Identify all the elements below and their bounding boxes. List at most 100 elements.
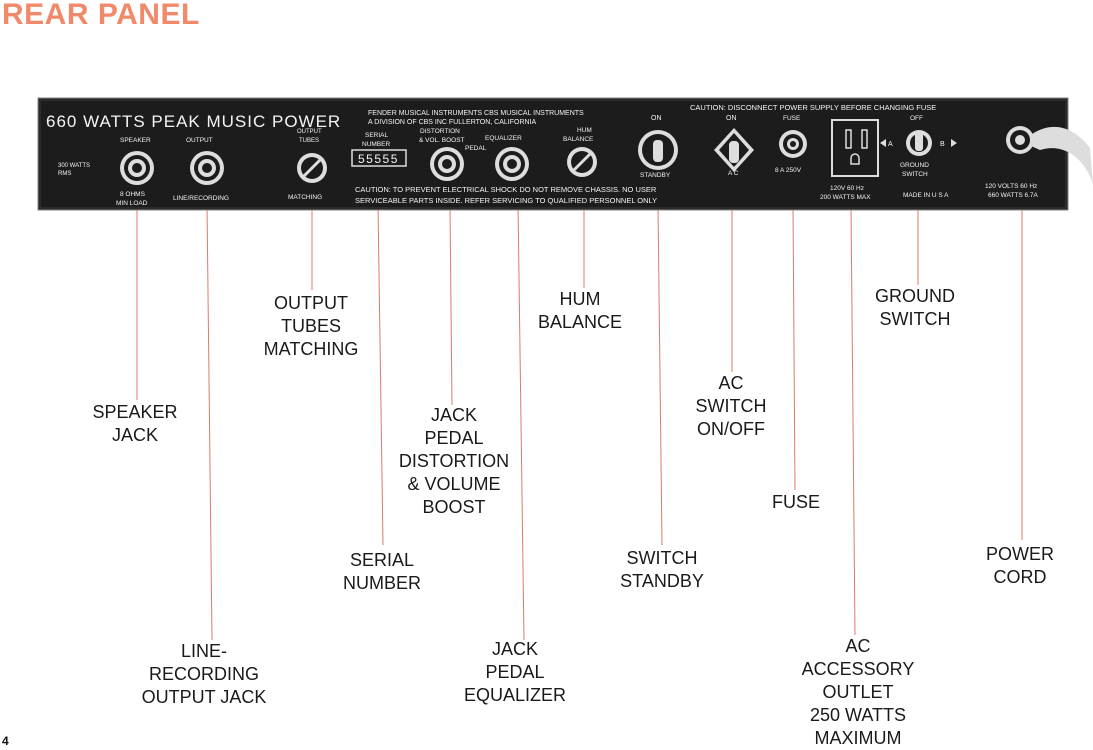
callout-line: BALANCE [537, 312, 623, 332]
panel-maker-line2: A DIVISION OF CBS INC FULLERTON, CALIFOR… [368, 119, 536, 126]
callout-line: SERIAL [349, 550, 415, 570]
callout-line: STANDBY [620, 571, 704, 591]
callout-line: MATCHING [263, 339, 359, 359]
callout-line: JACK [430, 405, 478, 425]
callout-line: SWITCH [879, 309, 951, 329]
callout-line: OUTPUT JACK [141, 687, 267, 707]
panel-caution-mid2: SERVICEABLE PARTS INSIDE. REFER SERVICIN… [355, 196, 657, 205]
panel-a: A [888, 141, 893, 148]
callout-switch-standby: SWITCH STANDBY [620, 547, 704, 593]
panel-ac: A C [728, 170, 739, 177]
callout-line: ACCESSORY [801, 659, 915, 679]
panel-on-1: ON [651, 115, 662, 122]
panel-fuse: FUSE [783, 115, 801, 122]
callout-line: PEDAL [424, 428, 484, 448]
panel-power-2: 660 WATTS 6.7A [988, 192, 1039, 199]
panel-speaker-label: SPEAKER [120, 137, 151, 144]
panel-speaker-ohms-1: 8 OHMS [120, 191, 146, 198]
panel-output-label: OUTPUT [186, 137, 213, 144]
leader-distortion [449, 204, 453, 406]
panel-off: OFF [910, 115, 923, 122]
leader-equalizer [517, 204, 525, 641]
callout-line: POWER [985, 544, 1055, 564]
ground-switch-icon [906, 130, 932, 156]
panel-speaker-ohms-2: MIN LOAD [116, 200, 148, 207]
callout-line-recording: LINE- RECORDING OUTPUT JACK [142, 640, 267, 709]
panel-serial-2: NUMBER [362, 141, 390, 148]
page-title: REAR PANEL [2, 0, 200, 31]
panel-serial-1: SERIAL [365, 132, 389, 139]
ac-switch-icon [714, 128, 754, 172]
callout-ac-switch: AC SWITCH ON/OFF [696, 372, 767, 441]
panel-ground-2: SWITCH [902, 171, 928, 178]
callout-line: JACK [491, 639, 538, 659]
speaker-jack-icon [120, 151, 154, 185]
serial-plate [351, 149, 407, 167]
callout-line: HUM [559, 289, 601, 309]
panel-made-in: MADE IN U S A [903, 192, 949, 199]
callout-line: MAXIMUM [814, 728, 902, 748]
callout-line: BOOST [422, 497, 486, 517]
panel-output-tubes-2: TUBES [299, 138, 319, 144]
panel-pedal: PEDAL [465, 145, 487, 152]
callout-jack-pedal-equalizer: JACK PEDAL EQUALIZER [464, 638, 566, 707]
callout-line: FUSE [771, 492, 821, 512]
leader-line-recording [206, 204, 213, 641]
callout-line: SWITCH [695, 396, 767, 416]
panel-hum-2: BALANCE [563, 136, 594, 143]
ac-outlet-icon [831, 119, 879, 177]
callout-line: NUMBER [342, 573, 422, 593]
panel-distortion-1: DISTORTION [420, 128, 460, 135]
callout-line: EQUALIZER [463, 685, 567, 705]
panel-equalizer: EQUALIZER [485, 135, 522, 142]
panel-fuse-rating: 8 A 250V [775, 167, 802, 174]
power-cord-icon [1006, 126, 1093, 185]
line-recording-jack-icon [190, 151, 224, 185]
panel-caution-top: CAUTION: DISCONNECT POWER SUPPLY BEFORE … [690, 103, 936, 112]
callout-line: LINE- [180, 641, 227, 661]
panel-ground-1: GROUND [900, 162, 929, 169]
panel-watts-rms-1: 300 WATTS [58, 163, 90, 169]
callout-line: TUBES [280, 316, 342, 336]
panel-outlet-2: 200 WATTS MAX [820, 194, 871, 201]
panel-caution-mid1: CAUTION: TO PREVENT ELECTRICAL SHOCK DO … [355, 185, 657, 194]
panel-power-1: 120 VOLTS 60 Hz [985, 183, 1037, 190]
equalizer-jack-icon [495, 147, 529, 181]
leader-lines [136, 204, 1023, 641]
panel-brand: 660 WATTS PEAK MUSIC POWER [46, 112, 341, 131]
callout-jack-pedal-distortion: JACK PEDAL DISTORTION & VOLUME BOOST [399, 404, 509, 519]
panel-b: B [940, 141, 945, 148]
leader-serial [377, 204, 384, 546]
callout-line: RECORDING [148, 664, 259, 684]
callout-line: ON/OFF [697, 419, 765, 439]
leader-standby [657, 204, 663, 546]
panel-distortion-2: & VOL. BOOST [419, 137, 465, 144]
callout-line: SWITCH [626, 548, 698, 568]
panel-watts-rms-2: RMS [58, 171, 71, 177]
callout-output-tubes: OUTPUT TUBES MATCHING [264, 292, 359, 361]
distortion-jack-icon [430, 147, 464, 181]
standby-switch-icon [638, 130, 678, 170]
callout-line: OUTPUT [273, 293, 348, 313]
callout-line: 250 WATTS [809, 705, 907, 725]
panel-hum-1: HUM [577, 127, 592, 134]
callout-line: OUTLET [822, 682, 894, 702]
hum-balance-trim-icon [567, 147, 597, 177]
fuse-holder-icon [779, 130, 807, 158]
panel-line-rec: LINE/RECORDING [173, 195, 229, 202]
panel-on-2: ON [726, 115, 737, 122]
callout-speaker-jack: SPEAKER JACK [92, 401, 177, 447]
panel-matching: MATCHING [288, 194, 322, 201]
leader-fuse [792, 204, 796, 491]
callout-line: AC [845, 636, 871, 656]
callout-line: DISTORTION [398, 451, 510, 471]
panel-maker-line1: FENDER MUSICAL INSTRUMENTS CBS MUSICAL I… [368, 110, 584, 117]
page-number: 4 [2, 734, 9, 748]
callout-hum-balance: HUM BALANCE [538, 288, 622, 334]
output-tubes-trim-icon [297, 153, 327, 183]
callout-ac-outlet: AC ACCESSORY OUTLET 250 WATTS MAXIMUM [802, 635, 915, 750]
callout-line: PEDAL [485, 662, 545, 682]
callout-line: CORD [993, 567, 1047, 587]
callout-line: & VOLUME [407, 474, 501, 494]
leader-outlet [850, 204, 856, 636]
